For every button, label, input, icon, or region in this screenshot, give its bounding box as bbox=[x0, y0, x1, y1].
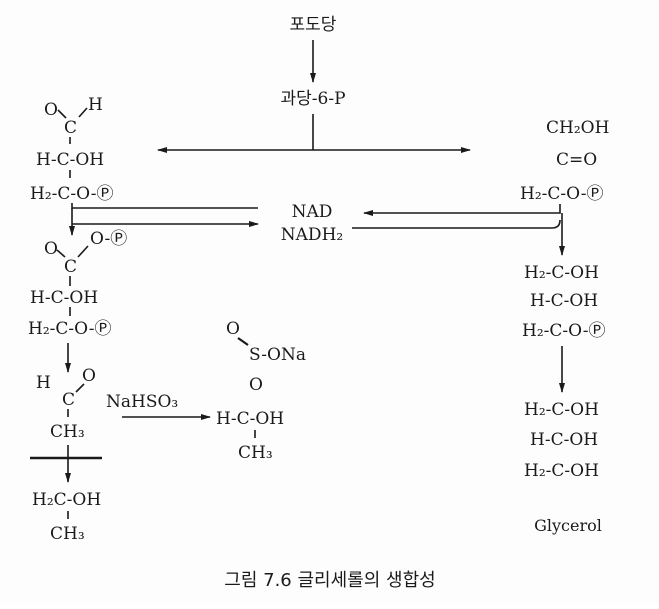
bpg-row2: H-C-OH bbox=[30, 288, 98, 308]
g3p-row2: H-C-OH bbox=[530, 291, 598, 311]
bond bbox=[75, 383, 85, 393]
nad-label: NAD bbox=[292, 202, 333, 222]
adduct-ch3: CH₃ bbox=[238, 443, 273, 463]
fructose-6p-label: 과당-6-P bbox=[280, 89, 345, 109]
bond bbox=[56, 249, 66, 258]
g3p-row1: H₂-C-OH bbox=[524, 263, 599, 283]
nadh2-label: NADH₂ bbox=[281, 225, 343, 245]
gap-c: C bbox=[64, 118, 77, 138]
adduct-s-ona: S-ONa bbox=[249, 345, 306, 365]
bpg-o: O bbox=[44, 239, 58, 259]
adduct-o-double: O bbox=[226, 319, 240, 339]
gap-row2: H-C-OH bbox=[36, 150, 104, 170]
acet-c: C bbox=[62, 390, 75, 410]
adduct-o: O bbox=[249, 375, 263, 395]
gly-row1: H₂-C-OH bbox=[524, 400, 599, 420]
eth-row1: H₂C-OH bbox=[32, 490, 101, 510]
figure-caption: 그림 7.6 글리세롤의 생합성 bbox=[224, 570, 435, 591]
arrow-to-nad bbox=[363, 204, 561, 216]
adduct-row: H-C-OH bbox=[216, 409, 284, 429]
acet-o: O bbox=[82, 366, 96, 386]
bond bbox=[78, 107, 88, 118]
dhap-row3: H₂-C-O-Ⓟ bbox=[520, 184, 603, 204]
g3p-row3: H₂-C-O-Ⓟ bbox=[522, 321, 605, 341]
glycerol-label: Glycerol bbox=[534, 516, 602, 535]
acet-ch3: CH₃ bbox=[50, 422, 85, 442]
bond bbox=[237, 337, 249, 346]
bond bbox=[77, 245, 89, 258]
dhap-row2: C=O bbox=[556, 150, 597, 170]
reagent-label: NaHSO₃ bbox=[106, 392, 178, 412]
bpg-op: O-Ⓟ bbox=[90, 229, 127, 249]
bpg-c: C bbox=[64, 257, 77, 277]
gap-h: H bbox=[88, 95, 103, 115]
bpg-row3: H₂-C-O-Ⓟ bbox=[28, 319, 111, 339]
acet-h: H bbox=[36, 373, 51, 393]
glucose-label: 포도당 bbox=[290, 15, 337, 35]
gly-row3: H₂-C-OH bbox=[524, 461, 599, 481]
nadh2-line bbox=[352, 219, 561, 229]
gly-row2: H-C-OH bbox=[530, 430, 598, 450]
eth-ch3: CH₃ bbox=[50, 524, 85, 544]
gap-o: O bbox=[44, 100, 58, 120]
gap-row3: H₂-C-O-Ⓟ bbox=[30, 184, 113, 204]
bond bbox=[57, 109, 67, 119]
dhap-row1: CH₂OH bbox=[546, 118, 609, 138]
